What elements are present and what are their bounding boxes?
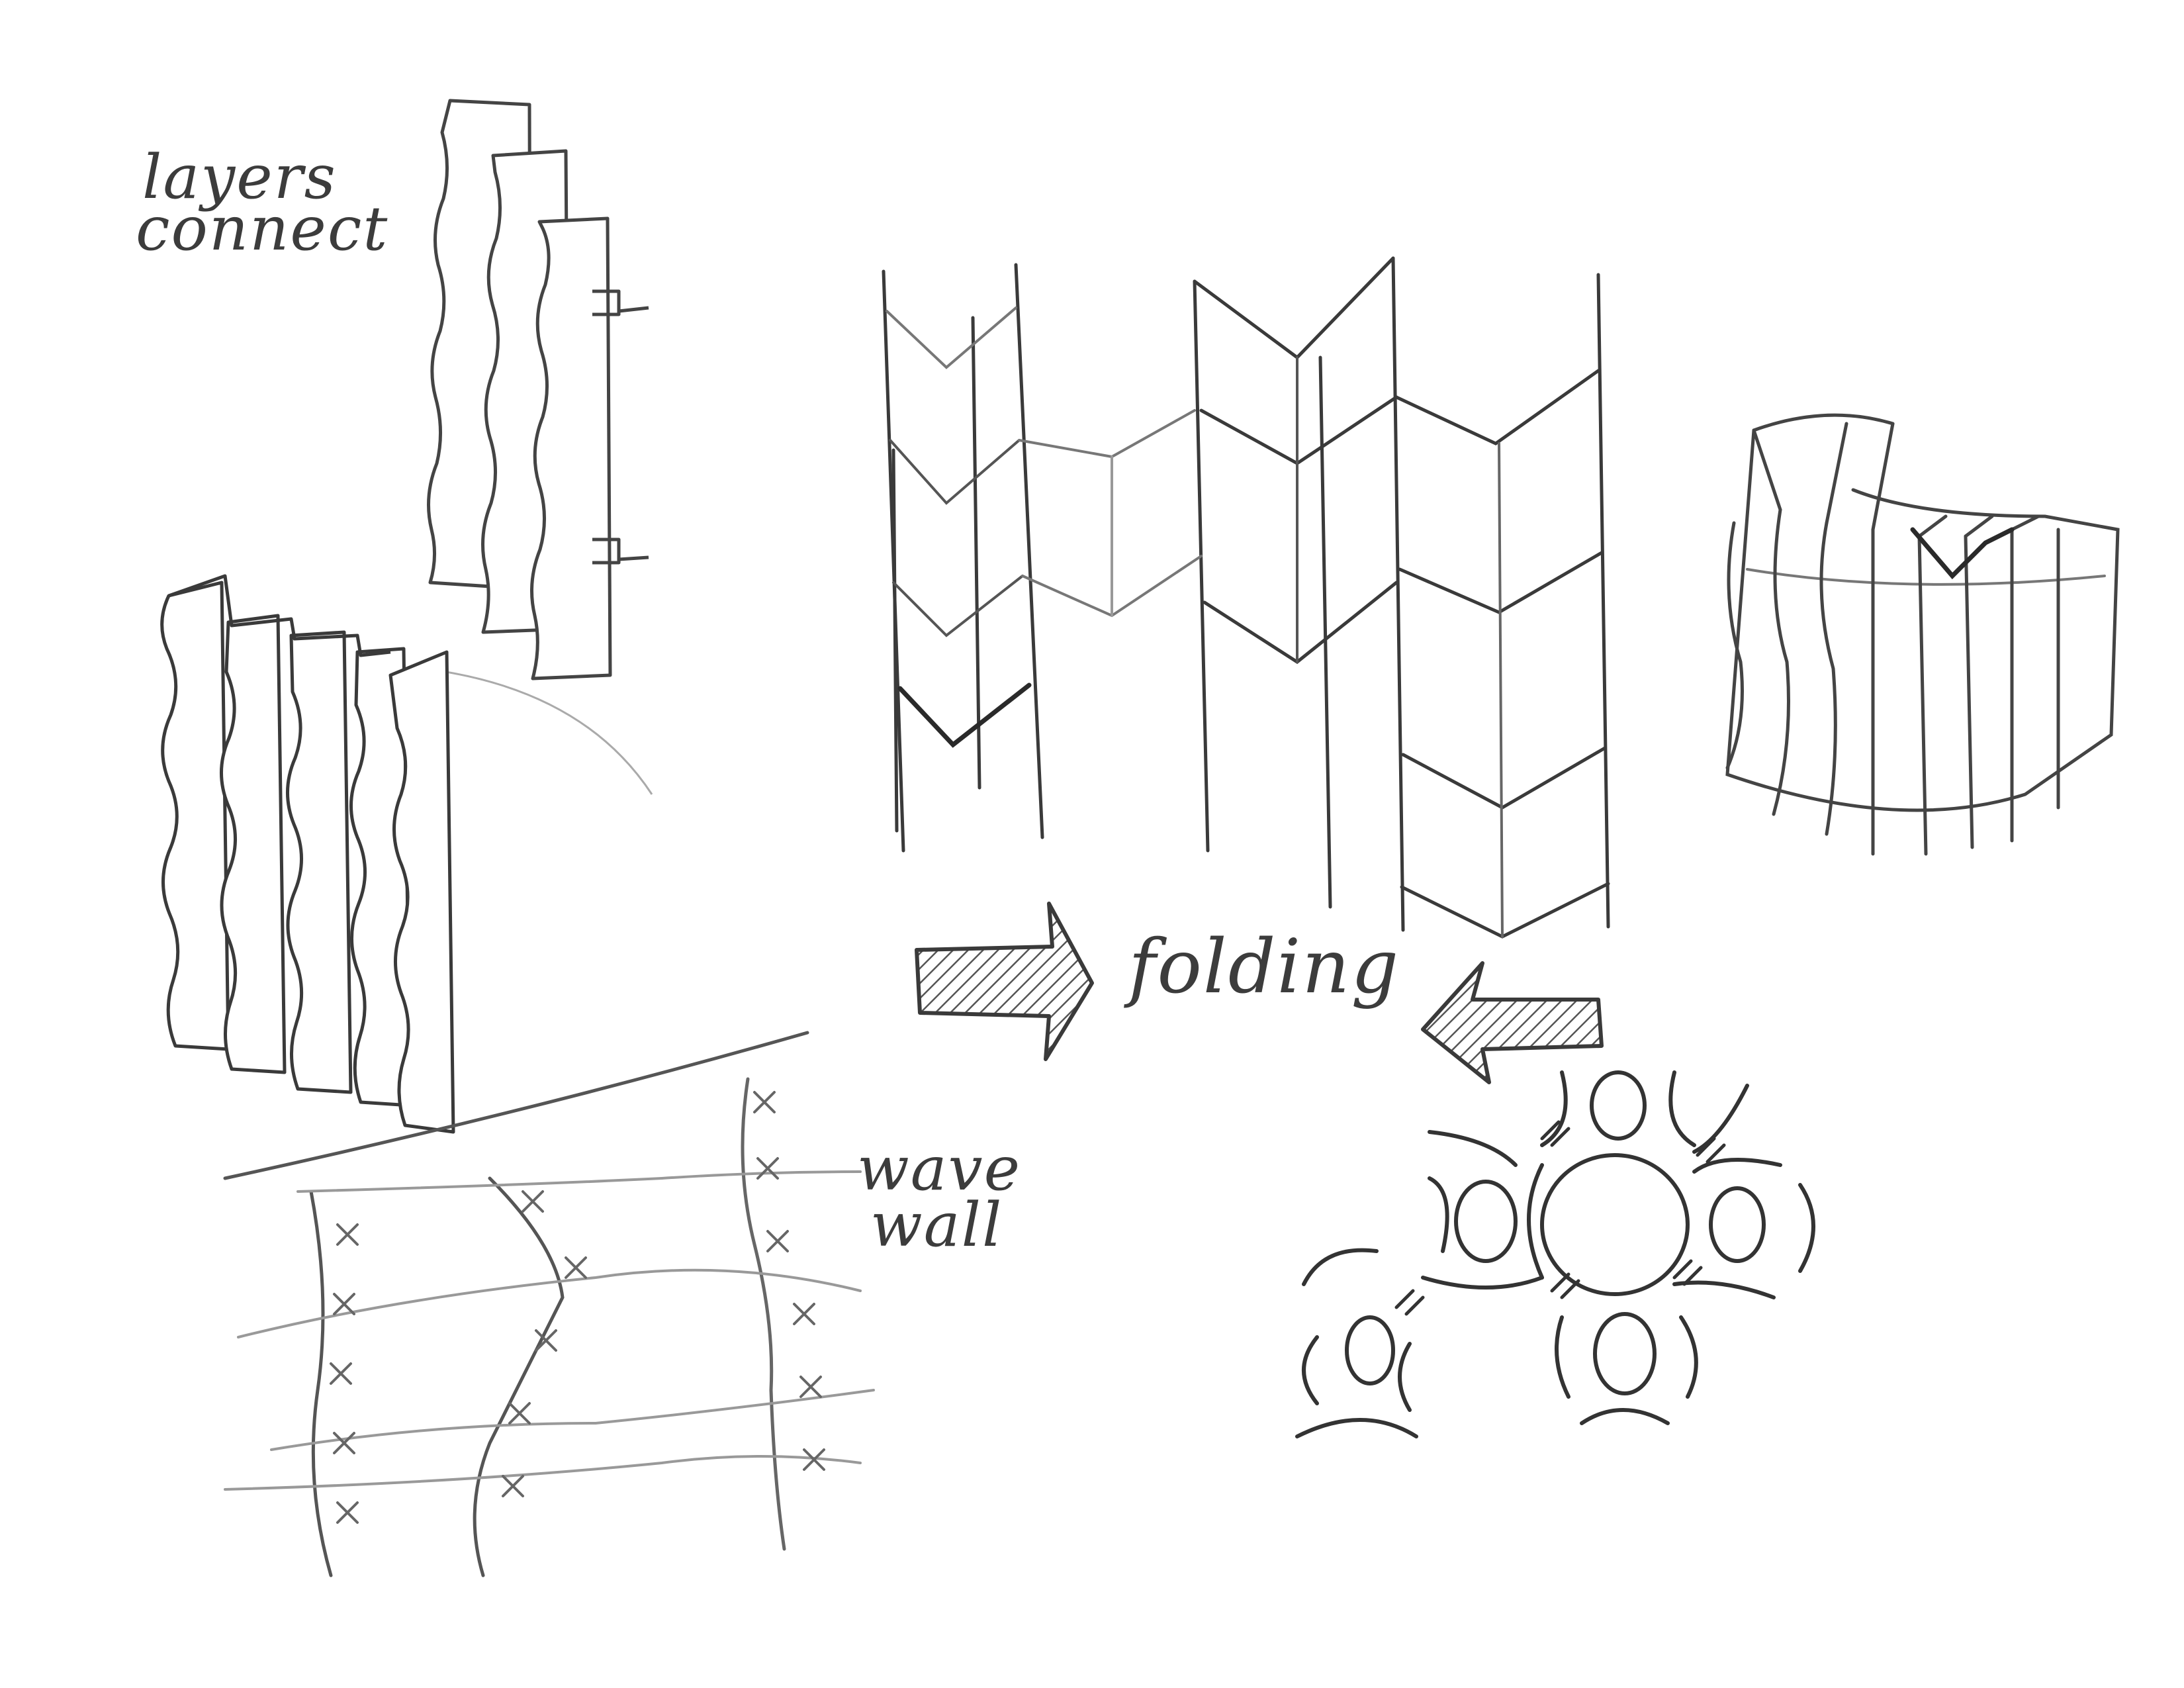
label-layers: layers [142,142,337,212]
layered-panels-sketch [427,99,649,680]
label-wall: wall [870,1190,1003,1260]
folded-wall-sketch [882,256,1610,939]
label-wave: wave [857,1133,1022,1204]
arrow-left [1421,961,1604,1084]
fin-panels-sketch [160,574,455,1134]
label-connect: connect [136,193,389,264]
label-folding: folding [1128,924,1400,1010]
arrow-right [915,902,1094,1061]
circle-pattern-sketch [1295,1070,1815,1438]
curved-screen-sketch [1725,413,2120,856]
construction-arc [423,667,653,795]
wave-wall-sketch [223,1031,875,1577]
